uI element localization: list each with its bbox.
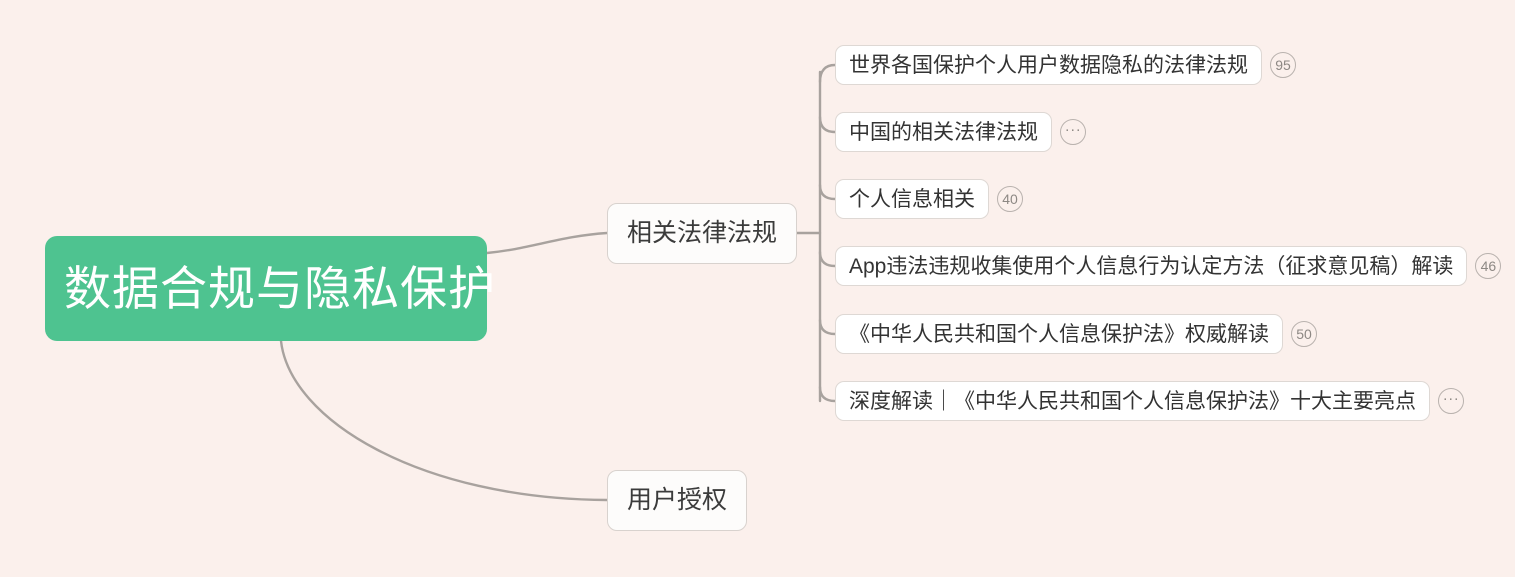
child-count-badge[interactable]: 50: [1291, 321, 1317, 347]
branch-node-user-authorization[interactable]: 用户授权: [607, 470, 748, 531]
root-node-label: 数据合规与隐私保护: [64, 262, 496, 315]
child-count-badge[interactable]: 95: [1270, 52, 1296, 78]
branch-node-label: 用户授权: [627, 486, 728, 514]
leaf-node-label: App违法违规收集使用个人信息行为认定方法（征求意见稿）解读: [849, 254, 1454, 278]
leaf-row: 中国的相关法律法规 ···: [835, 112, 1086, 152]
leaf-node-label: 《中华人民共和国个人信息保护法》权威解读: [849, 322, 1269, 346]
connector-spine-to-leaf-5: [818, 318, 837, 336]
leaf-row: 深度解读｜《中华人民共和国个人信息保护法》十大主要亮点 ···: [835, 381, 1464, 421]
child-count-badge[interactable]: 40: [997, 186, 1023, 212]
connector-spine-to-leaf-4: [818, 250, 837, 268]
collapsed-children-badge[interactable]: ···: [1060, 119, 1086, 145]
leaf-node[interactable]: 中国的相关法律法规: [835, 112, 1052, 152]
branch-node-label: 相关法律法规: [627, 219, 778, 247]
leaf-node[interactable]: 世界各国保护个人用户数据隐私的法律法规: [835, 45, 1262, 85]
connector-root-to-branch-1: [485, 231, 609, 255]
child-count-badge[interactable]: 46: [1475, 253, 1502, 279]
connector-spine-to-leaf-1: [818, 63, 837, 84]
connector-spine-to-leaf-6: [818, 385, 837, 403]
leaf-node-label: 深度解读｜《中华人民共和国个人信息保护法》十大主要亮点: [849, 389, 1416, 413]
branch-node-legal-regulations[interactable]: 相关法律法规: [607, 203, 798, 264]
leaf-node-label: 世界各国保护个人用户数据隐私的法律法规: [849, 53, 1248, 77]
root-node[interactable]: 数据合规与隐私保护: [45, 236, 495, 341]
leaf-node[interactable]: 个人信息相关: [835, 179, 989, 219]
leaf-node[interactable]: 深度解读｜《中华人民共和国个人信息保护法》十大主要亮点: [835, 381, 1430, 421]
leaf-row: App违法违规收集使用个人信息行为认定方法（征求意见稿）解读 46: [835, 246, 1502, 286]
leaf-node[interactable]: App违法违规收集使用个人信息行为认定方法（征求意见稿）解读: [835, 246, 1468, 286]
leaf-row: 世界各国保护个人用户数据隐私的法律法规 95: [835, 45, 1296, 85]
leaf-row: 个人信息相关 40: [835, 179, 1023, 219]
connector-spine-to-leaf-3: [818, 183, 837, 201]
connector-root-to-branch-2: [279, 339, 609, 502]
leaf-row: 《中华人民共和国个人信息保护法》权威解读 50: [835, 314, 1317, 354]
leaf-node[interactable]: 《中华人民共和国个人信息保护法》权威解读: [835, 314, 1283, 354]
collapsed-children-badge[interactable]: ···: [1438, 388, 1464, 414]
connector-spine-to-leaf-2: [818, 115, 837, 134]
leaf-node-label: 中国的相关法律法规: [849, 120, 1038, 144]
leaf-node-label: 个人信息相关: [849, 187, 975, 211]
